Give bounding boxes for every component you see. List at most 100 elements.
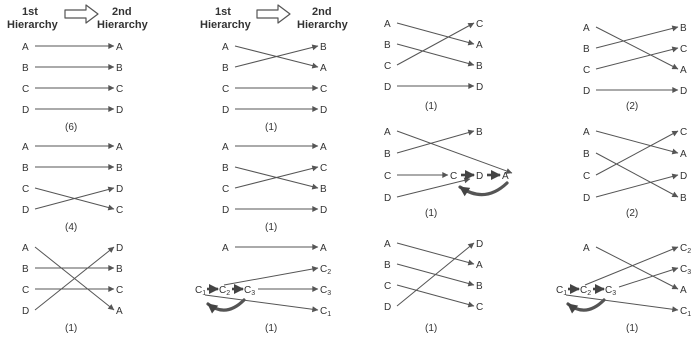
mapping-arrow	[595, 246, 679, 290]
mapping-arrow	[565, 294, 679, 313]
mapping-panel-8: A B C D B C D A (1)	[384, 127, 513, 219]
mapping-count: (1)	[65, 323, 77, 334]
left-label-c: C	[384, 61, 391, 72]
chain-label-c: C	[450, 171, 457, 182]
subscript: 3	[687, 269, 691, 276]
right-label-a: A	[116, 306, 123, 317]
left-label-c: C	[22, 184, 29, 195]
left-label-d: D	[583, 86, 590, 97]
right-label-c: C	[320, 84, 327, 95]
mapping-panel-3: A B C D D B C A (1)	[22, 243, 123, 334]
right-label-c: C	[116, 205, 123, 216]
left-label-b: B	[384, 149, 391, 160]
mapping-arrow	[204, 294, 319, 313]
mapping-arrow	[396, 242, 475, 266]
right-label-d: D	[116, 243, 123, 254]
subscript: 2	[587, 290, 591, 297]
left-label-c3: C3	[244, 285, 255, 297]
right-label-c: C	[116, 285, 123, 296]
header-first-line2: Hierarchy	[7, 19, 59, 31]
left-label-a: A	[583, 243, 590, 254]
cycle-arc-arrow	[566, 298, 606, 314]
cycle-arc-arrow	[458, 181, 509, 197]
header-second-line2: Hierarchy	[297, 19, 349, 31]
chain-label-d: D	[476, 171, 483, 182]
left-label-b: B	[222, 63, 229, 74]
right-label-d: D	[476, 239, 483, 250]
mapping-panel-10: A B C D B C A D (2)	[583, 23, 687, 112]
right-label-d: D	[476, 82, 483, 93]
subscript: 2	[226, 290, 230, 297]
right-label-b: B	[116, 163, 123, 174]
right-label-b: B	[476, 281, 483, 292]
mapping-arrow	[584, 246, 679, 286]
right-label-d: D	[680, 86, 687, 97]
left-label-a: A	[22, 42, 29, 53]
subscript: 1	[563, 290, 567, 297]
right-label-b: B	[680, 193, 687, 204]
mapping-arrow	[396, 22, 475, 46]
mapping-count: (6)	[65, 122, 77, 133]
right-label-c: C	[320, 163, 327, 174]
subscript: 3	[327, 290, 331, 297]
right-label-a: A	[680, 285, 687, 296]
subscript: 2	[327, 269, 331, 276]
right-label-a: A	[680, 149, 687, 160]
left-label-a: A	[384, 127, 391, 138]
header-1: 1st Hierarchy 2nd Hierarchy	[7, 4, 149, 31]
mapping-panel-2: A B C D A B D C (4)	[22, 142, 123, 233]
subscript: 1	[687, 311, 691, 318]
left-label-d: D	[22, 306, 29, 317]
mapping-arrow	[396, 242, 475, 307]
right-label-d: D	[320, 105, 327, 116]
left-label-d: D	[22, 105, 29, 116]
right-label-b: B	[476, 127, 483, 138]
right-label-c1: C1	[320, 306, 331, 318]
header-second-line2: Hierarchy	[97, 19, 149, 31]
left-label-a: A	[222, 142, 229, 153]
right-label-c: C	[680, 127, 687, 138]
left-label-b: B	[222, 163, 229, 174]
mapping-count: (2)	[626, 101, 638, 112]
mapping-arrow	[618, 266, 679, 288]
right-label-b: B	[116, 63, 123, 74]
left-label-c: C	[384, 281, 391, 292]
left-label-d: D	[222, 105, 229, 116]
left-label-c: C	[22, 84, 29, 95]
right-label-a: A	[320, 63, 327, 74]
right-label-c: C	[476, 302, 483, 313]
right-label-c: C	[116, 84, 123, 95]
mapping-panel-5: A B C D A C B D (1)	[222, 142, 327, 233]
right-label-b: B	[680, 23, 687, 34]
mapping-panel-6: A A C1 C2 C3 C2 C3 C1 (1)	[195, 243, 331, 334]
right-label-b: B	[116, 264, 123, 275]
mapping-arrow	[396, 22, 475, 66]
right-label-a: A	[476, 40, 483, 51]
left-label-b: B	[583, 149, 590, 160]
mapping-count: (1)	[265, 222, 277, 233]
mapping-panel-9: A B C D D A B C (1)	[384, 239, 483, 334]
right-label-c3: C3	[320, 285, 331, 297]
mapping-panel-11: A B C D C A D B (2)	[583, 127, 687, 219]
mapping-arrow	[396, 129, 475, 154]
mapping-arrow	[396, 130, 513, 174]
left-label-c: C	[583, 171, 590, 182]
mapping-arrow	[396, 43, 475, 67]
left-label-c2: C2	[580, 285, 591, 297]
right-label-d: D	[116, 184, 123, 195]
mapping-arrow	[595, 26, 679, 70]
header-second-line1: 2nd	[312, 6, 332, 18]
mapping-count: (2)	[626, 208, 638, 219]
header-first-line2: Hierarchy	[200, 19, 252, 31]
mapping-arrow	[595, 46, 679, 70]
left-label-d: D	[384, 193, 391, 204]
right-label-d: D	[320, 205, 327, 216]
left-label-d: D	[222, 205, 229, 216]
left-label-b: B	[22, 264, 29, 275]
mapping-arrow	[595, 130, 679, 176]
mapping-count: (1)	[265, 122, 277, 133]
mapping-count: (1)	[265, 323, 277, 334]
left-label-a: A	[583, 23, 590, 34]
mapping-arrow	[595, 152, 679, 198]
